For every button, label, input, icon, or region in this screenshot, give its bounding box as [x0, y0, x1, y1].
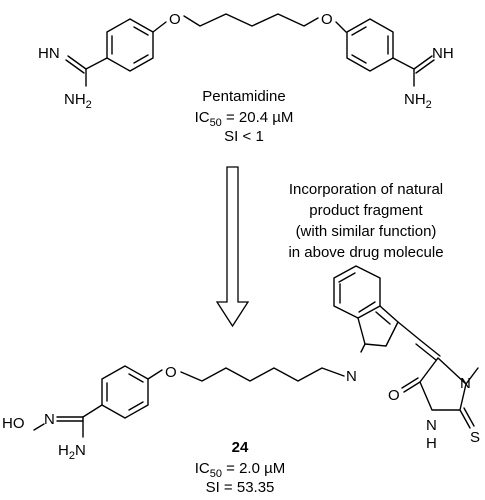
atom-n-oxime: N [44, 411, 55, 428]
atom-o-left: O [169, 11, 181, 28]
atom-n-methyl: N [460, 375, 471, 392]
arrow-caption-line-4: in above drug molecule [288, 244, 443, 261]
arrow-caption: Incorporation of natural product fragmen… [288, 181, 443, 261]
pentamidine-structure [65, 13, 435, 87]
atom-nh2-right: NH2 [404, 91, 432, 111]
atom-hn-left: HN [38, 45, 60, 62]
compound-24-structure [33, 265, 479, 438]
atom-o-carbonyl: O [388, 387, 400, 404]
compound-24-ic50: IC50 = 2.0 µM [195, 460, 286, 480]
atom-n-indole: N [346, 368, 357, 385]
atom-h2n: H2N [58, 442, 86, 462]
atom-nh-h: H [426, 435, 437, 452]
pentamidine-name: Pentamidine [202, 88, 285, 105]
atom-nh: N [426, 417, 437, 434]
atom-nh-right: NH [432, 45, 454, 62]
atom-s: S [470, 429, 480, 446]
reaction-arrow [215, 166, 250, 328]
compound-24-number: 24 [232, 439, 249, 456]
atom-nh2-left: NH2 [64, 91, 92, 111]
arrow-caption-line-3: (with similar function) [296, 223, 437, 240]
atom-ho: HO [2, 415, 25, 432]
atom-o-right: O [321, 11, 333, 28]
arrow-caption-line-2: product fragment [309, 202, 423, 219]
pentamidine-ic50: IC50 = 20.4 µM [195, 109, 294, 129]
pentamidine-si: SI < 1 [224, 128, 264, 145]
arrow-caption-line-1: Incorporation of natural [289, 181, 443, 198]
compound-24-si: SI = 53.35 [206, 479, 275, 496]
atom-o-ether: O [165, 364, 177, 381]
